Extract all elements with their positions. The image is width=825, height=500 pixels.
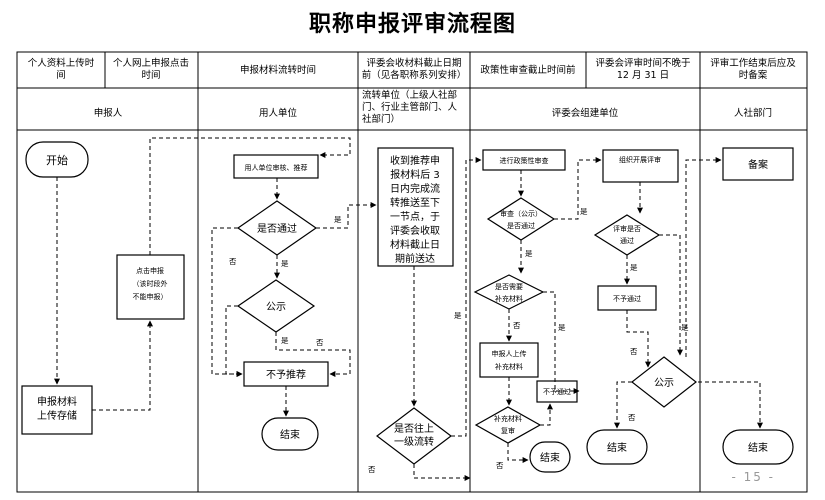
label-end-4: 结束 bbox=[748, 441, 768, 454]
label-upload: 申报材料上传存储 bbox=[37, 395, 77, 422]
label-archive: 备案 bbox=[748, 158, 768, 171]
label-reject-recommend: 不予推荐 bbox=[266, 368, 306, 381]
edge-no-5: 否 bbox=[496, 461, 504, 470]
end-node-2 bbox=[529, 441, 571, 473]
label-passed: 是否通过 bbox=[257, 222, 297, 235]
label-supplement-review: 补充材料复审 bbox=[494, 414, 522, 435]
diamond-publicize-2 bbox=[631, 356, 697, 408]
header-col-1: 个人资料上传时间 bbox=[28, 57, 95, 81]
page-number: - 15 - bbox=[731, 470, 775, 484]
edge-yes-3: 是 bbox=[334, 215, 342, 224]
edge-no-2: 否 bbox=[316, 338, 324, 347]
diamond-review-passed bbox=[593, 214, 661, 256]
edge-yes-5: 是 bbox=[525, 249, 533, 258]
edge-yes-2: 是 bbox=[281, 336, 289, 345]
label-employer-review: 用人单位审核、推荐 bbox=[245, 163, 308, 172]
edge-yes-6: 是 bbox=[558, 323, 566, 332]
diamond-need-supplement bbox=[473, 274, 545, 310]
table-grid bbox=[16, 51, 808, 493]
box-employer-review bbox=[233, 154, 319, 179]
header-col-3: 申报材料流转时间 bbox=[240, 64, 316, 76]
role-hr-department: 人社部门 bbox=[734, 107, 772, 119]
end-node-1 bbox=[261, 417, 319, 451]
label-click-submit: 点击申报（该时段外不能申报） bbox=[133, 266, 168, 301]
end-node-3 bbox=[586, 429, 648, 465]
edge-yes-9: 是 bbox=[681, 323, 689, 332]
diamond-review-publicity bbox=[486, 197, 556, 241]
label-start: 开始 bbox=[46, 153, 68, 167]
box-received-materials bbox=[377, 147, 454, 267]
role-committee-unit: 评委会组建单位 bbox=[552, 107, 619, 119]
edge-no-4: 否 bbox=[513, 321, 521, 330]
edge-yes-4: 是 bbox=[454, 311, 462, 320]
label-policy-review: 进行政策性审查 bbox=[500, 156, 549, 165]
header-row-roles: 申报人 用人单位 流转单位（上级人社部门、行业主管部门、人社部门） 评委会组建单… bbox=[94, 89, 772, 125]
header-col-7: 评审工作结束后应及时备案 bbox=[710, 57, 796, 81]
label-publicize: 公示 bbox=[266, 302, 286, 313]
label-end-1: 结束 bbox=[280, 428, 300, 441]
box-upload-materials bbox=[21, 385, 93, 435]
label-applicant-supplement: 申报人上传补充材料 bbox=[492, 349, 527, 371]
edge-no-6: 否 bbox=[630, 347, 638, 356]
end-node-4 bbox=[722, 429, 794, 465]
box-applicant-upload-supplement bbox=[479, 342, 539, 378]
label-forward-level: 是否往上一级流转 bbox=[394, 422, 434, 448]
diamond-forward-level bbox=[376, 407, 452, 465]
edge-yes-8: 是 bbox=[630, 263, 638, 272]
box-policy-review bbox=[482, 149, 566, 171]
flow-shapes bbox=[21, 141, 794, 473]
label-review-publicity: 审查（公示）是否通过 bbox=[500, 209, 542, 230]
label-organize-review: 组织开展评审 bbox=[619, 155, 661, 164]
diamond-supplement-review bbox=[474, 406, 542, 444]
header-col-2: 个人网上申报点击时间 bbox=[113, 57, 189, 81]
edge-no-3: 否 bbox=[368, 465, 376, 474]
header-col-4: 评委会收材料截止日期前（见各职称系列安排） bbox=[362, 57, 467, 81]
header-row-timeline: 个人资料上传时间 个人网上申报点击时间 申报材料流转时间 评委会收材料截止日期前… bbox=[28, 57, 797, 81]
role-applicant: 申报人 bbox=[94, 107, 123, 119]
role-transfer-unit: 流转单位（上级人社部门、行业主管部门、人社部门） bbox=[362, 89, 458, 125]
label-reject-2: 不予通过 bbox=[543, 387, 571, 396]
label-review-passed: 评审是否通过 bbox=[613, 224, 641, 245]
label-need-supplement: 是否需要补充材料 bbox=[495, 283, 523, 303]
box-click-submit bbox=[116, 254, 185, 320]
label-reject-3: 不予通过 bbox=[613, 294, 641, 303]
page-title: 职称申报评审流程图 bbox=[308, 11, 516, 37]
box-organize-review bbox=[602, 149, 679, 183]
edge-yes-1: 是 bbox=[281, 259, 289, 268]
node-labels: 开始 申报材料上传存储 点击申报（该时段外不能申报） 用人单位审核、推荐 是否通… bbox=[37, 153, 768, 464]
flow-connectors bbox=[54, 137, 763, 481]
label-end-2: 结束 bbox=[540, 451, 560, 464]
edge-no-7: 否 bbox=[628, 413, 636, 422]
label-publicize-2: 公示 bbox=[654, 378, 674, 389]
edge-no-1: 否 bbox=[229, 257, 237, 266]
label-end-3: 结束 bbox=[607, 441, 627, 454]
edge-labels: 是 否 否 是 是 是 否 是 否 是 是 否 是 否 是 否 bbox=[229, 207, 689, 474]
edge-yes-7: 是 bbox=[580, 207, 588, 216]
role-employer: 用人单位 bbox=[259, 107, 298, 119]
header-col-5: 政策性审查截止时间前 bbox=[480, 64, 575, 76]
box-archive bbox=[722, 147, 794, 181]
